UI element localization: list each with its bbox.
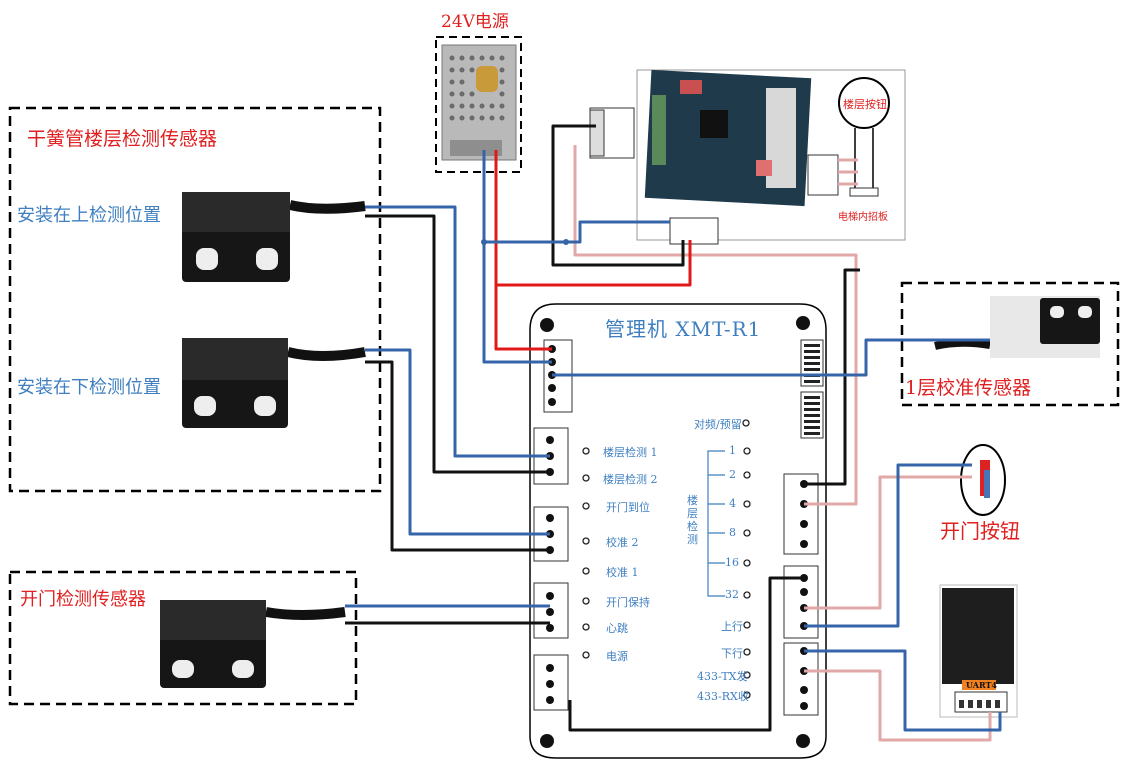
controller-title: 管理机 XMT-R1: [605, 317, 762, 341]
led-label-433-tx: 433-TX发: [697, 670, 748, 683]
control-board-image: [644, 69, 812, 207]
dip-switch-top: [800, 339, 824, 387]
led-label-433-rx: 433-RX收: [697, 690, 749, 703]
connector-board-bottom: [669, 217, 719, 245]
uart-label: UART4: [966, 680, 997, 690]
led-label-calib-2: 校准 2: [606, 536, 639, 549]
calib-sensor-image: [934, 296, 1100, 358]
floor-button-circle: [838, 77, 890, 129]
reed-sensor-lower-image: [182, 338, 366, 428]
led-label-32: 32: [725, 588, 739, 601]
led-label-8: 8: [729, 526, 736, 539]
calib-sensor-label: 1层校准传感器: [905, 377, 1032, 399]
floor-detect-vertical-label: 楼层检测: [687, 494, 698, 546]
power-supply-image: [441, 44, 517, 161]
left-led-dots: [582, 447, 590, 659]
open-button-label: 开门按钮: [940, 519, 1020, 543]
reed-sensor-group-box: [8, 106, 382, 493]
elevator-board-connector: [807, 128, 879, 197]
reed-lower-label: 安装在下检测位置: [17, 377, 161, 398]
led-label-down: 下行: [721, 647, 743, 660]
led-label-16: 16: [725, 556, 739, 569]
led-label-calib-1: 校准 1: [606, 566, 639, 579]
reed-sensor-upper-image: [182, 192, 366, 282]
led-label-door-hold: 开门保持: [606, 596, 650, 609]
led-label-1: 1: [729, 444, 736, 457]
door-sensor-group-box: [8, 570, 358, 706]
led-label-pair: 对频/预留: [694, 418, 742, 431]
terminal-block-door: [533, 582, 569, 639]
led-label-heartbeat: 心跳: [606, 622, 628, 635]
calib-sensor-group-box: [900, 281, 1120, 407]
led-label-up: 上行: [721, 620, 743, 633]
led-label-4: 4: [729, 497, 736, 510]
psu-title: 24V电源: [441, 12, 509, 32]
open-button-image: [960, 444, 1006, 516]
reed-upper-label: 安装在上检测位置: [17, 205, 161, 226]
led-label-floor-2: 楼层检测 2: [603, 473, 658, 486]
wireless-module-image: [939, 584, 1018, 718]
connector-top-left: [589, 107, 635, 159]
door-sensor-label: 开门检测传感器: [20, 589, 146, 610]
floor-button-label: 楼层按钮: [843, 98, 887, 111]
right-led-dots: [742, 419, 751, 699]
controller-mount-holes: [540, 316, 810, 748]
terminal-block-floor-out: [783, 473, 819, 555]
terminal-block-uart: [783, 642, 819, 716]
psu-box: [435, 36, 522, 173]
elevator-board-label: 电梯内招板: [838, 212, 888, 223]
wire-junctions: [481, 239, 569, 245]
wires: [345, 124, 1002, 742]
management-controller-body: [529, 303, 827, 759]
dip-switch-bottom: [800, 391, 824, 439]
led-label-2: 2: [729, 468, 736, 481]
floor-detect-bracket: [707, 450, 725, 597]
led-label-door-open: 开门到位: [606, 501, 650, 514]
led-label-power: 电源: [606, 650, 628, 663]
led-label-floor-1: 楼层检测 1: [603, 446, 658, 459]
terminal-block-calib: [533, 506, 569, 562]
door-sensor-image: [160, 600, 346, 688]
terminal-block-spare: [533, 654, 569, 711]
reed-sensor-title: 干簧管楼层检测传感器: [27, 128, 218, 150]
